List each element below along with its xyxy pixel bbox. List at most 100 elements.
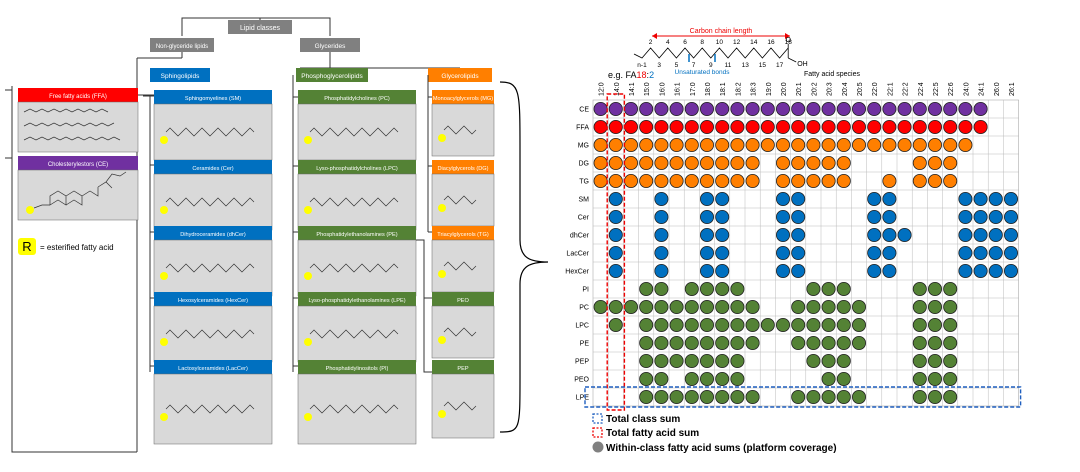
chain-carbon-number: 2 [649, 39, 653, 46]
coverage-dot [806, 335, 821, 350]
r-legend-text: = esterified fatty acid [40, 243, 114, 252]
coverage-dot [958, 191, 973, 206]
column-label: 26:0 [994, 82, 1001, 96]
coverage-dot [730, 371, 745, 386]
coverage-dot [791, 137, 806, 152]
coverage-dot [851, 120, 866, 135]
column-label: 20:3 [827, 82, 834, 96]
coverage-dot [912, 137, 927, 152]
coverage-dot [639, 173, 654, 188]
coverage-dot [654, 173, 669, 188]
column-label: 14:1 [629, 82, 636, 96]
coverage-dot [927, 137, 942, 152]
coverage-dot [821, 173, 836, 188]
coverage-dot [882, 173, 897, 188]
coverage-dot [669, 137, 684, 152]
coverage-dot [836, 281, 851, 296]
chain-carbon-number: 11 [725, 62, 732, 69]
coverage-dot [806, 317, 821, 332]
coverage-dot [745, 137, 760, 152]
coverage-dot [699, 299, 714, 314]
coverage-dot [775, 155, 790, 170]
coverage-dot [836, 102, 851, 117]
coverage-dot [897, 102, 912, 117]
coverage-dot [745, 155, 760, 170]
coverage-dot [912, 317, 927, 332]
coverage-dot [699, 263, 714, 278]
coverage-dot [851, 102, 866, 117]
coverage-dot [593, 155, 608, 170]
coverage-dot [608, 191, 623, 206]
coverage-dot [943, 353, 958, 368]
coverage-dot [973, 102, 988, 117]
coverage-dot [958, 137, 973, 152]
coverage-dot [973, 191, 988, 206]
cer-node: Ceramides (Cer) [192, 166, 233, 172]
coverage-dot [608, 299, 623, 314]
coverage-dot [806, 353, 821, 368]
coverage-dot [806, 155, 821, 170]
coverage-dot [882, 120, 897, 135]
column-label: 19:0 [766, 82, 773, 96]
coverage-dot [715, 389, 730, 404]
dhcer-node: Dihydroceramides (dhCer) [180, 232, 246, 238]
row-label: DG [579, 161, 590, 168]
total-class-box [584, 386, 1022, 408]
coverage-dot [684, 137, 699, 152]
column-label: 20:4 [842, 82, 849, 96]
coverage-dot [684, 353, 699, 368]
legend-total-class: Total class sum [606, 414, 680, 425]
coverage-dot [791, 191, 806, 206]
column-label: 15:0 [644, 82, 651, 96]
row-label: Cer [578, 215, 590, 222]
coverage-dot [821, 353, 836, 368]
coverage-dot [639, 317, 654, 332]
laccer-structure [153, 373, 273, 445]
coverage-dot [791, 245, 806, 260]
coverage-dot [836, 389, 851, 404]
lpc-structure [297, 173, 417, 231]
coverage-dot [851, 389, 866, 404]
coverage-dot [654, 317, 669, 332]
column-label: 18:2 [735, 82, 742, 96]
chain-carbon-number: 9 [709, 62, 713, 69]
coverage-dot [927, 317, 942, 332]
coverage-dot [1003, 191, 1018, 206]
coverage-dot [699, 227, 714, 242]
coverage-dot [669, 173, 684, 188]
coverage-dot [669, 317, 684, 332]
coverage-dot [882, 102, 897, 117]
coverage-dot [684, 102, 699, 117]
coverage-dot [639, 120, 654, 135]
coverage-dot [791, 155, 806, 170]
coverage-dot [821, 102, 836, 117]
dg-structure [431, 173, 495, 227]
coverage-dot [730, 335, 745, 350]
lpe-node: Lyso-phosphatidylethanolamines (LPE) [308, 298, 405, 304]
chain-carbon-number: 3 [657, 62, 661, 69]
carbon-chain [633, 47, 789, 59]
tree-root: Lipid classes [240, 25, 281, 32]
coverage-dot [943, 371, 958, 386]
coverage-dot [624, 299, 639, 314]
coverage-dot [745, 299, 760, 314]
coverage-dot [639, 102, 654, 117]
row-label: PE [580, 341, 590, 348]
tg-structure [431, 239, 495, 293]
column-label: 22:0 [872, 82, 879, 96]
coverage-dot [867, 191, 882, 206]
coverage-dot [669, 299, 684, 314]
coverage-dot [639, 137, 654, 152]
coverage-dot [912, 299, 927, 314]
coverage-dot [958, 120, 973, 135]
lipid-class-tree: Lipid classes Non-glyceride lipids Glyce… [5, 17, 549, 453]
coverage-dot [988, 209, 1003, 224]
coverage-dot [821, 120, 836, 135]
coverage-dot [927, 299, 942, 314]
coverage-dot [791, 335, 806, 350]
coverage-dot [988, 191, 1003, 206]
chain-carbon-number: 15 [759, 62, 767, 69]
tg-node: Triacylglycerols (TG) [437, 232, 489, 238]
coverage-dot [684, 299, 699, 314]
coverage-dot [699, 137, 714, 152]
